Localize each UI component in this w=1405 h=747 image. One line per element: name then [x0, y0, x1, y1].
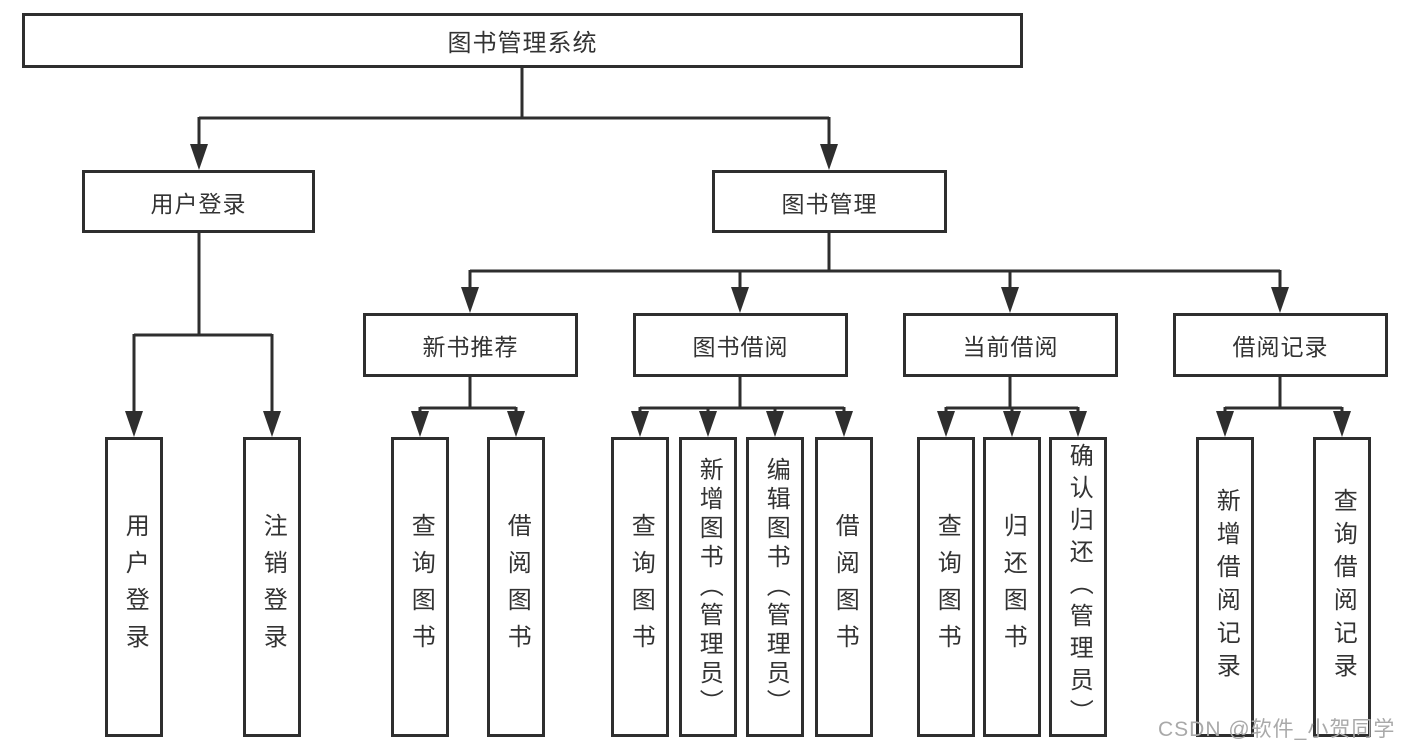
leaf-confirm-return-admin: 确认归还（管理员）	[1049, 437, 1107, 737]
leaf-borrow-books-recommend: 借阅图书	[487, 437, 545, 737]
leaf-query-books-borrow-label: 查询图书	[627, 513, 655, 661]
leaf-add-borrow-record-label: 新增借阅记录	[1212, 488, 1240, 686]
leaf-add-books-admin: 新增图书（管理员）	[679, 437, 737, 737]
node-book-borrowing-label: 图书借阅	[692, 334, 789, 360]
node-library-management-system-label: 图书管理系统	[447, 30, 598, 57]
leaf-query-borrow-record-label: 查询借阅记录	[1329, 488, 1357, 686]
connector-book-borrow-to-leaves	[631, 377, 853, 437]
connector-new-book-to-leaves	[411, 377, 525, 437]
connector-user-login-to-leaves	[125, 233, 281, 437]
node-library-management-system: 图书管理系统	[22, 13, 1023, 68]
csdn-watermark: CSDN @软件_小贺同学	[1158, 718, 1396, 741]
leaf-logout: 注销登录	[243, 437, 301, 737]
leaf-user-login-label: 用户登录	[121, 513, 149, 661]
leaf-query-books-recommend-label: 查询图书	[407, 513, 435, 661]
node-book-management: 图书管理	[712, 170, 947, 233]
node-new-book-recommendation-label: 新书推荐	[422, 334, 519, 360]
leaf-query-books-recommend: 查询图书	[391, 437, 449, 737]
connector-root-to-level1	[190, 68, 838, 170]
node-user-login: 用户登录	[82, 170, 315, 233]
node-new-book-recommendation: 新书推荐	[363, 313, 578, 377]
node-book-borrowing: 图书借阅	[633, 313, 848, 377]
leaf-edit-books-admin: 编辑图书（管理员）	[746, 437, 804, 737]
node-borrowing-records: 借阅记录	[1173, 313, 1388, 377]
leaf-query-books-borrow: 查询图书	[611, 437, 669, 737]
leaf-edit-books-admin-label: 编辑图书（管理员）	[762, 456, 790, 718]
node-user-login-label: 用户登录	[150, 190, 247, 217]
connector-borrow-records-to-leaves	[1216, 377, 1351, 437]
node-borrowing-records-label: 借阅记录	[1232, 334, 1329, 360]
leaf-confirm-return-admin-label: 确认归还（管理员）	[1065, 443, 1093, 731]
leaf-borrow-books: 借阅图书	[815, 437, 873, 737]
leaf-return-books-label: 归还图书	[999, 513, 1027, 661]
leaf-user-login: 用户登录	[105, 437, 163, 737]
connector-current-borrow-to-leaves	[937, 377, 1087, 437]
leaf-borrow-books-recommend-label: 借阅图书	[503, 513, 531, 661]
leaf-query-books-current-label: 查询图书	[933, 513, 961, 661]
leaf-query-books-current: 查询图书	[917, 437, 975, 737]
leaf-borrow-books-label: 借阅图书	[831, 513, 859, 661]
leaf-add-borrow-record: 新增借阅记录	[1196, 437, 1254, 737]
connector-book-management-to-level2	[461, 233, 1289, 313]
leaf-add-books-admin-label: 新增图书（管理员）	[695, 456, 723, 718]
leaf-query-borrow-record: 查询借阅记录	[1313, 437, 1371, 737]
node-current-borrowing: 当前借阅	[903, 313, 1118, 377]
leaf-logout-label: 注销登录	[259, 513, 287, 661]
node-book-management-label: 图书管理	[781, 190, 878, 217]
node-current-borrowing-label: 当前借阅	[962, 334, 1059, 360]
leaf-return-books: 归还图书	[983, 437, 1041, 737]
